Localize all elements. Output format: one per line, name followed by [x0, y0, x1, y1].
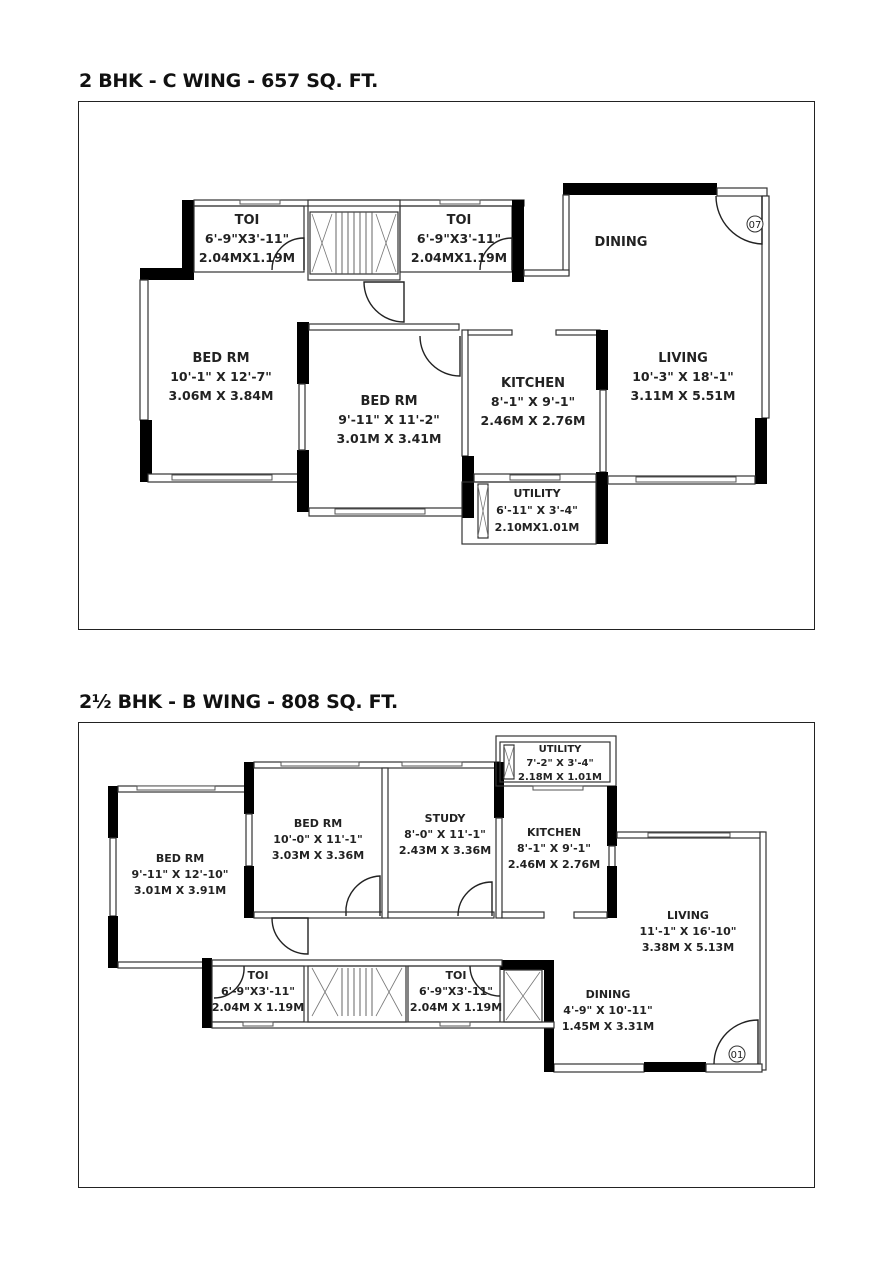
room-dim-m: 2.04MX1.19M	[411, 250, 507, 265]
plan-2-room-utility: UTILITY 7'-2" X 3'-4" 2.18M X 1.01M	[518, 744, 602, 783]
room-name: TOI	[248, 969, 269, 982]
plan-2-doors	[213, 875, 759, 1065]
room-dim-ft: 11'-1" X 16'-10"	[639, 925, 736, 938]
room-name: BED RM	[156, 852, 204, 865]
plan-2-room-bedroom-1: BED RM 9'-11" X 12'-10" 3.01M X 3.91M	[131, 852, 228, 897]
room-dim-m: 2.43M X 3.36M	[399, 844, 491, 857]
room-dim-ft: 6'-9"X3'-11"	[417, 231, 501, 246]
plan-1-entrance-marker	[746, 215, 764, 233]
plan-1-doors	[271, 195, 763, 377]
room-dim-ft: 9'-11" X 11'-2"	[338, 412, 440, 427]
plan-2-stairs	[311, 967, 403, 1017]
room-dim-ft: 6'-9"X3'-11"	[205, 231, 289, 246]
plan-1-room-living: LIVING 10'-3" X 18'-1" 3.11M X 5.51M	[631, 351, 736, 403]
room-name: TOI	[447, 213, 472, 228]
plan-2-room-toi-2: TOI 6'-9"X3'-11" 2.04M X 1.19M	[410, 969, 502, 1014]
plan-1-room-utility: UTILITY 6'-11" X 3'-4" 2.10MX1.01M	[495, 487, 580, 534]
room-dim-m: 3.11M X 5.51M	[631, 388, 736, 403]
room-name: LIVING	[658, 351, 708, 366]
room-dim-ft: 10'-0" X 11'-1"	[273, 833, 362, 846]
room-dim-m: 3.06M X 3.84M	[169, 388, 274, 403]
plan-2-room-toi-1: TOI 6'-9"X3'-11" 2.04M X 1.19M	[212, 969, 304, 1014]
room-dim-ft: 4'-9" X 10'-11"	[563, 1004, 652, 1017]
plan-2-title: 2½ BHK - B WING - 808 SQ. FT.	[79, 691, 398, 713]
room-dim-m: 2.10MX1.01M	[495, 521, 580, 534]
room-name: BED RM	[360, 394, 417, 409]
room-dim-ft: 8'-0" X 11'-1"	[404, 828, 486, 841]
plan-1-room-dining: DINING	[595, 235, 648, 250]
room-dim-m: 2.04M X 1.19M	[212, 1001, 304, 1014]
room-dim-ft: 6'-9"X3'-11"	[221, 985, 295, 998]
room-dim-m: 3.01M X 3.91M	[134, 884, 226, 897]
room-dim-ft: 8'-1" X 9'-1"	[517, 842, 591, 855]
room-name: TOI	[446, 969, 467, 982]
room-dim-ft: 9'-11" X 12'-10"	[131, 868, 228, 881]
room-dim-ft: 10'-3" X 18'-1"	[632, 369, 734, 384]
room-name: BED RM	[294, 817, 342, 830]
room-dim-m: 2.04MX1.19M	[199, 250, 295, 265]
plan-1-room-bedroom-1: BED RM 10'-1" X 12'-7" 3.06M X 3.84M	[169, 351, 274, 403]
plan-1-title: 2 BHK - C WING - 657 SQ. FT.	[79, 70, 379, 92]
room-dim-m: 2.46M X 2.76M	[508, 858, 600, 871]
plan-1-room-kitchen: KITCHEN 8'-1" X 9'-1" 2.46M X 2.76M	[481, 376, 586, 428]
room-name: UTILITY	[513, 487, 561, 500]
room-name: TOI	[235, 213, 260, 228]
plan-1-room-bedroom-2: BED RM 9'-11" X 11'-2" 3.01M X 3.41M	[337, 394, 442, 446]
room-name: UTILITY	[539, 744, 583, 755]
plan-1-stairs	[311, 212, 397, 274]
plan-2-room-kitchen: KITCHEN 8'-1" X 9'-1" 2.46M X 2.76M	[508, 826, 600, 871]
room-dim-m: 3.03M X 3.36M	[272, 849, 364, 862]
plan-2-frame	[78, 722, 815, 1188]
plan-1-entrance-tag: 07	[749, 220, 762, 231]
room-name: BED RM	[192, 351, 249, 366]
plan-1-room-toi-1: TOI 6'-9"X3'-11" 2.04MX1.19M	[199, 213, 295, 265]
room-dim-ft: 7'-2" X 3'-4"	[526, 758, 593, 769]
plan-2-entrance-marker	[728, 1045, 746, 1063]
plan-2-walls	[108, 735, 767, 1073]
room-name: DINING	[595, 235, 648, 250]
plan-2-room-living: LIVING 11'-1" X 16'-10" 3.38M X 5.13M	[639, 909, 736, 954]
room-name: KITCHEN	[501, 376, 565, 391]
plan-2-entrance-tag: 01	[731, 1050, 744, 1061]
room-dim-m: 2.18M X 1.01M	[518, 772, 602, 783]
room-dim-m: 3.01M X 3.41M	[337, 431, 442, 446]
room-name: DINING	[586, 988, 631, 1001]
room-dim-ft: 10'-1" X 12'-7"	[170, 369, 272, 384]
room-dim-ft: 6'-11" X 3'-4"	[496, 504, 578, 517]
plan-1-room-toi-2: TOI 6'-9"X3'-11" 2.04MX1.19M	[411, 213, 507, 265]
room-dim-m: 3.38M X 5.13M	[642, 941, 734, 954]
room-dim-ft: 8'-1" X 9'-1"	[491, 394, 575, 409]
room-name: KITCHEN	[527, 826, 581, 839]
room-dim-m: 2.04M X 1.19M	[410, 1001, 502, 1014]
room-dim-m: 1.45M X 3.31M	[562, 1020, 654, 1033]
plan-2-room-study: STUDY 8'-0" X 11'-1" 2.43M X 3.36M	[399, 812, 491, 857]
room-dim-ft: 6'-9"X3'-11"	[419, 985, 493, 998]
room-dim-m: 2.46M X 2.76M	[481, 413, 586, 428]
room-name: STUDY	[425, 812, 467, 825]
plan-2-room-bedroom-2: BED RM 10'-0" X 11'-1" 3.03M X 3.36M	[272, 817, 364, 862]
plan-2-room-dining: DINING 4'-9" X 10'-11" 1.45M X 3.31M	[562, 988, 654, 1033]
room-name: LIVING	[667, 909, 709, 922]
